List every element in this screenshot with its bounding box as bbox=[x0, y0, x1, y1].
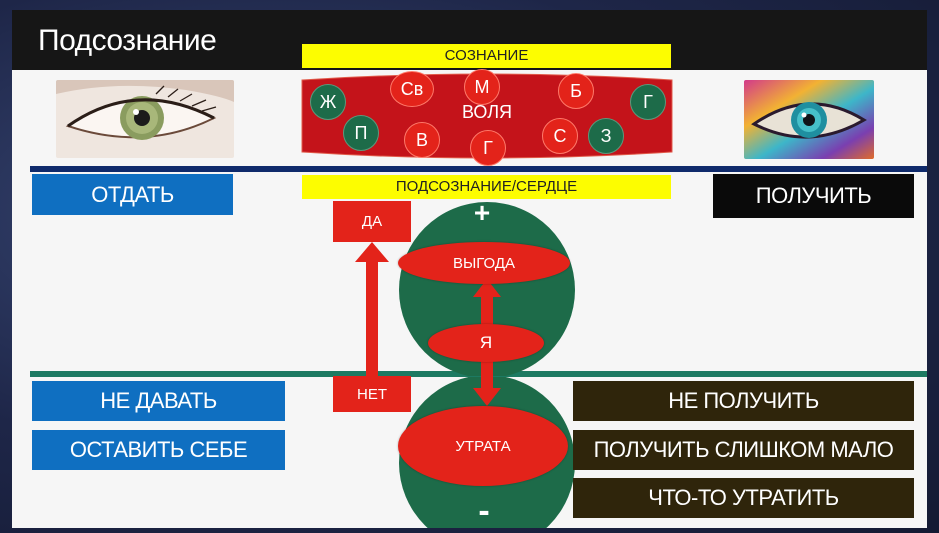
slide: Подсознание bbox=[12, 10, 927, 528]
will-node-z: З bbox=[588, 118, 624, 154]
self-to-benefit-arrow bbox=[473, 279, 501, 325]
will-node-s: С bbox=[542, 118, 578, 154]
green-eye-image bbox=[56, 80, 234, 158]
keep-for-self-box: ОСТАВИТЬ СЕБЕ bbox=[32, 430, 285, 470]
painted-eye-image bbox=[744, 80, 874, 159]
will-node-m: М bbox=[464, 69, 500, 105]
benefit-oval: ВЫГОДА bbox=[398, 242, 570, 284]
no-box: НЕТ bbox=[333, 376, 411, 412]
consciousness-divider bbox=[30, 166, 927, 172]
will-node-g-right: Г bbox=[630, 84, 666, 120]
yes-box: ДА bbox=[333, 201, 411, 242]
consciousness-label: СОЗНАНИЕ bbox=[302, 44, 671, 68]
minus-sign: - bbox=[478, 492, 490, 528]
not-give-box: НЕ ДАВАТЬ bbox=[32, 381, 285, 421]
will-node-p: П bbox=[343, 115, 379, 151]
receive-too-little-box: ПОЛУЧИТЬ СЛИШКОМ МАЛО bbox=[573, 430, 914, 470]
will-node-v: В bbox=[404, 122, 440, 158]
will-node-b: Б bbox=[558, 73, 594, 109]
self-oval: Я bbox=[428, 324, 544, 362]
will-label: ВОЛЯ bbox=[461, 102, 513, 122]
yes-arrow bbox=[355, 242, 389, 378]
will-node-sv: Св bbox=[390, 71, 434, 107]
plus-sign: + bbox=[473, 197, 491, 228]
receive-box: ПОЛУЧИТЬ bbox=[713, 174, 914, 218]
not-receive-box: НЕ ПОЛУЧИТЬ bbox=[573, 381, 914, 421]
will-node-zh: Ж bbox=[310, 84, 346, 120]
loss-oval: УТРАТА bbox=[398, 406, 568, 486]
lose-something-box: ЧТО-ТО УТРАТИТЬ bbox=[573, 478, 914, 518]
will-node-g-center: Г bbox=[470, 130, 506, 166]
subconscious-label: ПОДСОЗНАНИЕ/СЕРДЦЕ bbox=[302, 175, 671, 199]
self-to-loss-arrow bbox=[473, 360, 501, 406]
slide-title: Подсознание bbox=[38, 24, 217, 57]
give-box: ОТДАТЬ bbox=[32, 174, 233, 215]
